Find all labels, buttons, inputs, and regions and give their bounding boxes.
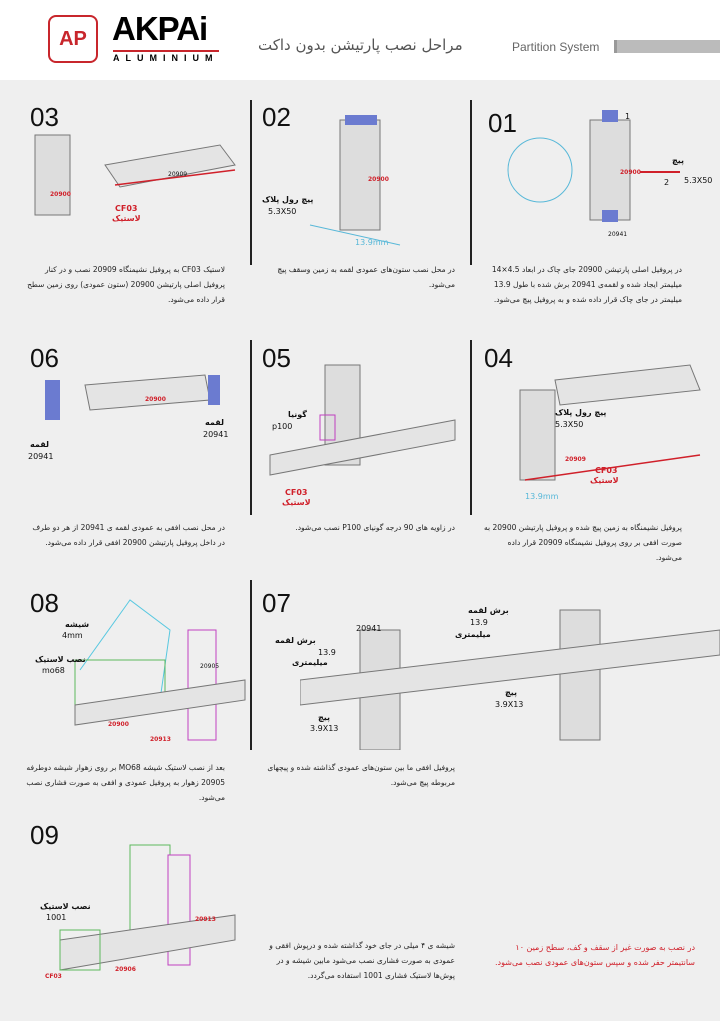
step-number: 09 — [30, 820, 59, 850]
step-description: پروفیل افقی ما بین ستون‌های عمودی گذاشته… — [267, 763, 455, 787]
step-description: در زاویه های 90 درجه گونیای P100 نصب می‌… — [295, 523, 455, 532]
label: لاستیک — [112, 214, 141, 223]
label: 20900 — [145, 396, 166, 403]
label: گونیا — [288, 410, 307, 419]
label: 5.3X50 — [555, 420, 584, 429]
label: 20941 — [608, 231, 628, 238]
label: میلیمتری — [292, 658, 328, 667]
label: 20906 — [115, 966, 136, 973]
label: 20900 — [50, 191, 71, 198]
step-description: بعد از نصب لاستیک شیشه MO68 بر روی زهوار… — [26, 763, 225, 802]
divider — [470, 100, 472, 265]
label: 5.3X50 — [268, 207, 297, 216]
label: 20941 — [203, 430, 229, 439]
akpai-logo: AP — [48, 15, 98, 63]
header-bar — [614, 40, 720, 53]
step-03-illustration — [34, 134, 236, 216]
label: 3.9X13 — [310, 724, 339, 733]
label: پیچ — [672, 156, 685, 165]
step-number: 02 — [262, 102, 291, 132]
label: 4mm — [62, 631, 83, 640]
step-number: 05 — [262, 343, 291, 373]
label: شیشه — [65, 620, 90, 629]
step-01-illustration — [507, 110, 680, 222]
label: 13.9 — [470, 618, 488, 627]
label: پیچ — [318, 713, 331, 722]
divider — [250, 340, 252, 515]
label: CF03 — [285, 488, 308, 497]
label: برش لقمه — [275, 636, 316, 645]
label: پیچ رول پلاک — [262, 195, 314, 204]
step-number: 04 — [484, 343, 513, 373]
label: CF03 — [115, 204, 138, 213]
step-number: 01 — [488, 108, 517, 138]
label: 20909 — [565, 456, 586, 463]
label: برش لقمه — [468, 606, 509, 615]
label: نصب لاستیک — [35, 655, 86, 664]
label: لقمه — [30, 440, 49, 449]
label: 20941 — [28, 452, 54, 461]
step-number: 06 — [30, 343, 59, 373]
step-07-illustration — [300, 609, 720, 750]
installation-note: در نصب به صورت غیر از سقف و کف، سطح زمین… — [495, 943, 695, 967]
logo-mark: AP — [59, 27, 87, 50]
page-title: مراحل نصب پارتیشن بدون داکت — [258, 36, 463, 54]
label: 20900 — [368, 176, 389, 183]
label: mo68 — [42, 666, 65, 675]
brand-name: AKPAi — [112, 10, 208, 47]
label: 20900 — [620, 169, 641, 176]
step-description: لاستیک CF03 به پروفیل نشیمنگاه 20909 نصب… — [27, 265, 225, 304]
label: 5.3X50 — [684, 176, 713, 185]
divider — [250, 100, 252, 265]
label: CF03 — [595, 466, 618, 475]
label: 3.9X13 — [495, 700, 524, 709]
divider — [470, 340, 472, 515]
label: 20905 — [200, 663, 220, 670]
step-description: در محل نصب افقی به عمودی لقمه ی 20941 از… — [32, 523, 225, 547]
step-08-illustration — [74, 599, 246, 741]
page-subtitle: Partition System — [512, 40, 600, 54]
label: نصب لاستیک — [40, 902, 91, 911]
step-description: در محل نصب ستون‌های عمودی لقمه به زمین و… — [277, 265, 455, 289]
label: 2 — [664, 178, 670, 187]
label: 13.9 — [318, 648, 336, 657]
step-04-illustration — [519, 364, 701, 481]
step-06-illustration — [45, 374, 220, 420]
label: لاستیک — [590, 476, 619, 485]
label: 20913 — [150, 736, 171, 743]
label: لاستیک — [282, 498, 311, 507]
step-02-illustration — [309, 115, 401, 246]
label: میلیمتری — [455, 630, 491, 639]
step-number: 08 — [30, 588, 59, 618]
page-header: AP AKPAi ALUMINIUM مراحل نصب پارتیشن بدو… — [0, 0, 720, 80]
step-description: شیشه ی ۴ میلی در جای خود گذاشته شده و در… — [269, 941, 455, 980]
step-number: 07 — [262, 588, 291, 618]
label: 1001 — [46, 913, 67, 922]
label: لقمه — [205, 418, 224, 427]
label: 1 — [625, 112, 631, 121]
label: CF03 — [45, 973, 62, 980]
label: 13.9mm — [525, 492, 559, 501]
step-number: 03 — [30, 102, 59, 132]
divider — [250, 580, 252, 750]
brand-subtitle: ALUMINIUM — [113, 50, 219, 63]
step-description: پروفیل نشیمنگاه به زمین پیچ شده و پروفیل… — [484, 523, 682, 562]
label: پیچ — [505, 688, 518, 697]
step-09-illustration — [59, 844, 236, 971]
label: p100 — [272, 422, 293, 431]
step-05-illustration — [269, 364, 456, 476]
label: 20909 — [168, 171, 188, 178]
label: 20941 — [356, 624, 382, 633]
label: پیچ رول پلاک — [555, 408, 607, 417]
label: 20900 — [108, 721, 129, 728]
label: 13.9mm — [355, 238, 389, 247]
label: 20913 — [195, 916, 216, 923]
step-description: در پروفیل اصلی پارتیشن 20900 جای چاک در … — [491, 265, 682, 304]
